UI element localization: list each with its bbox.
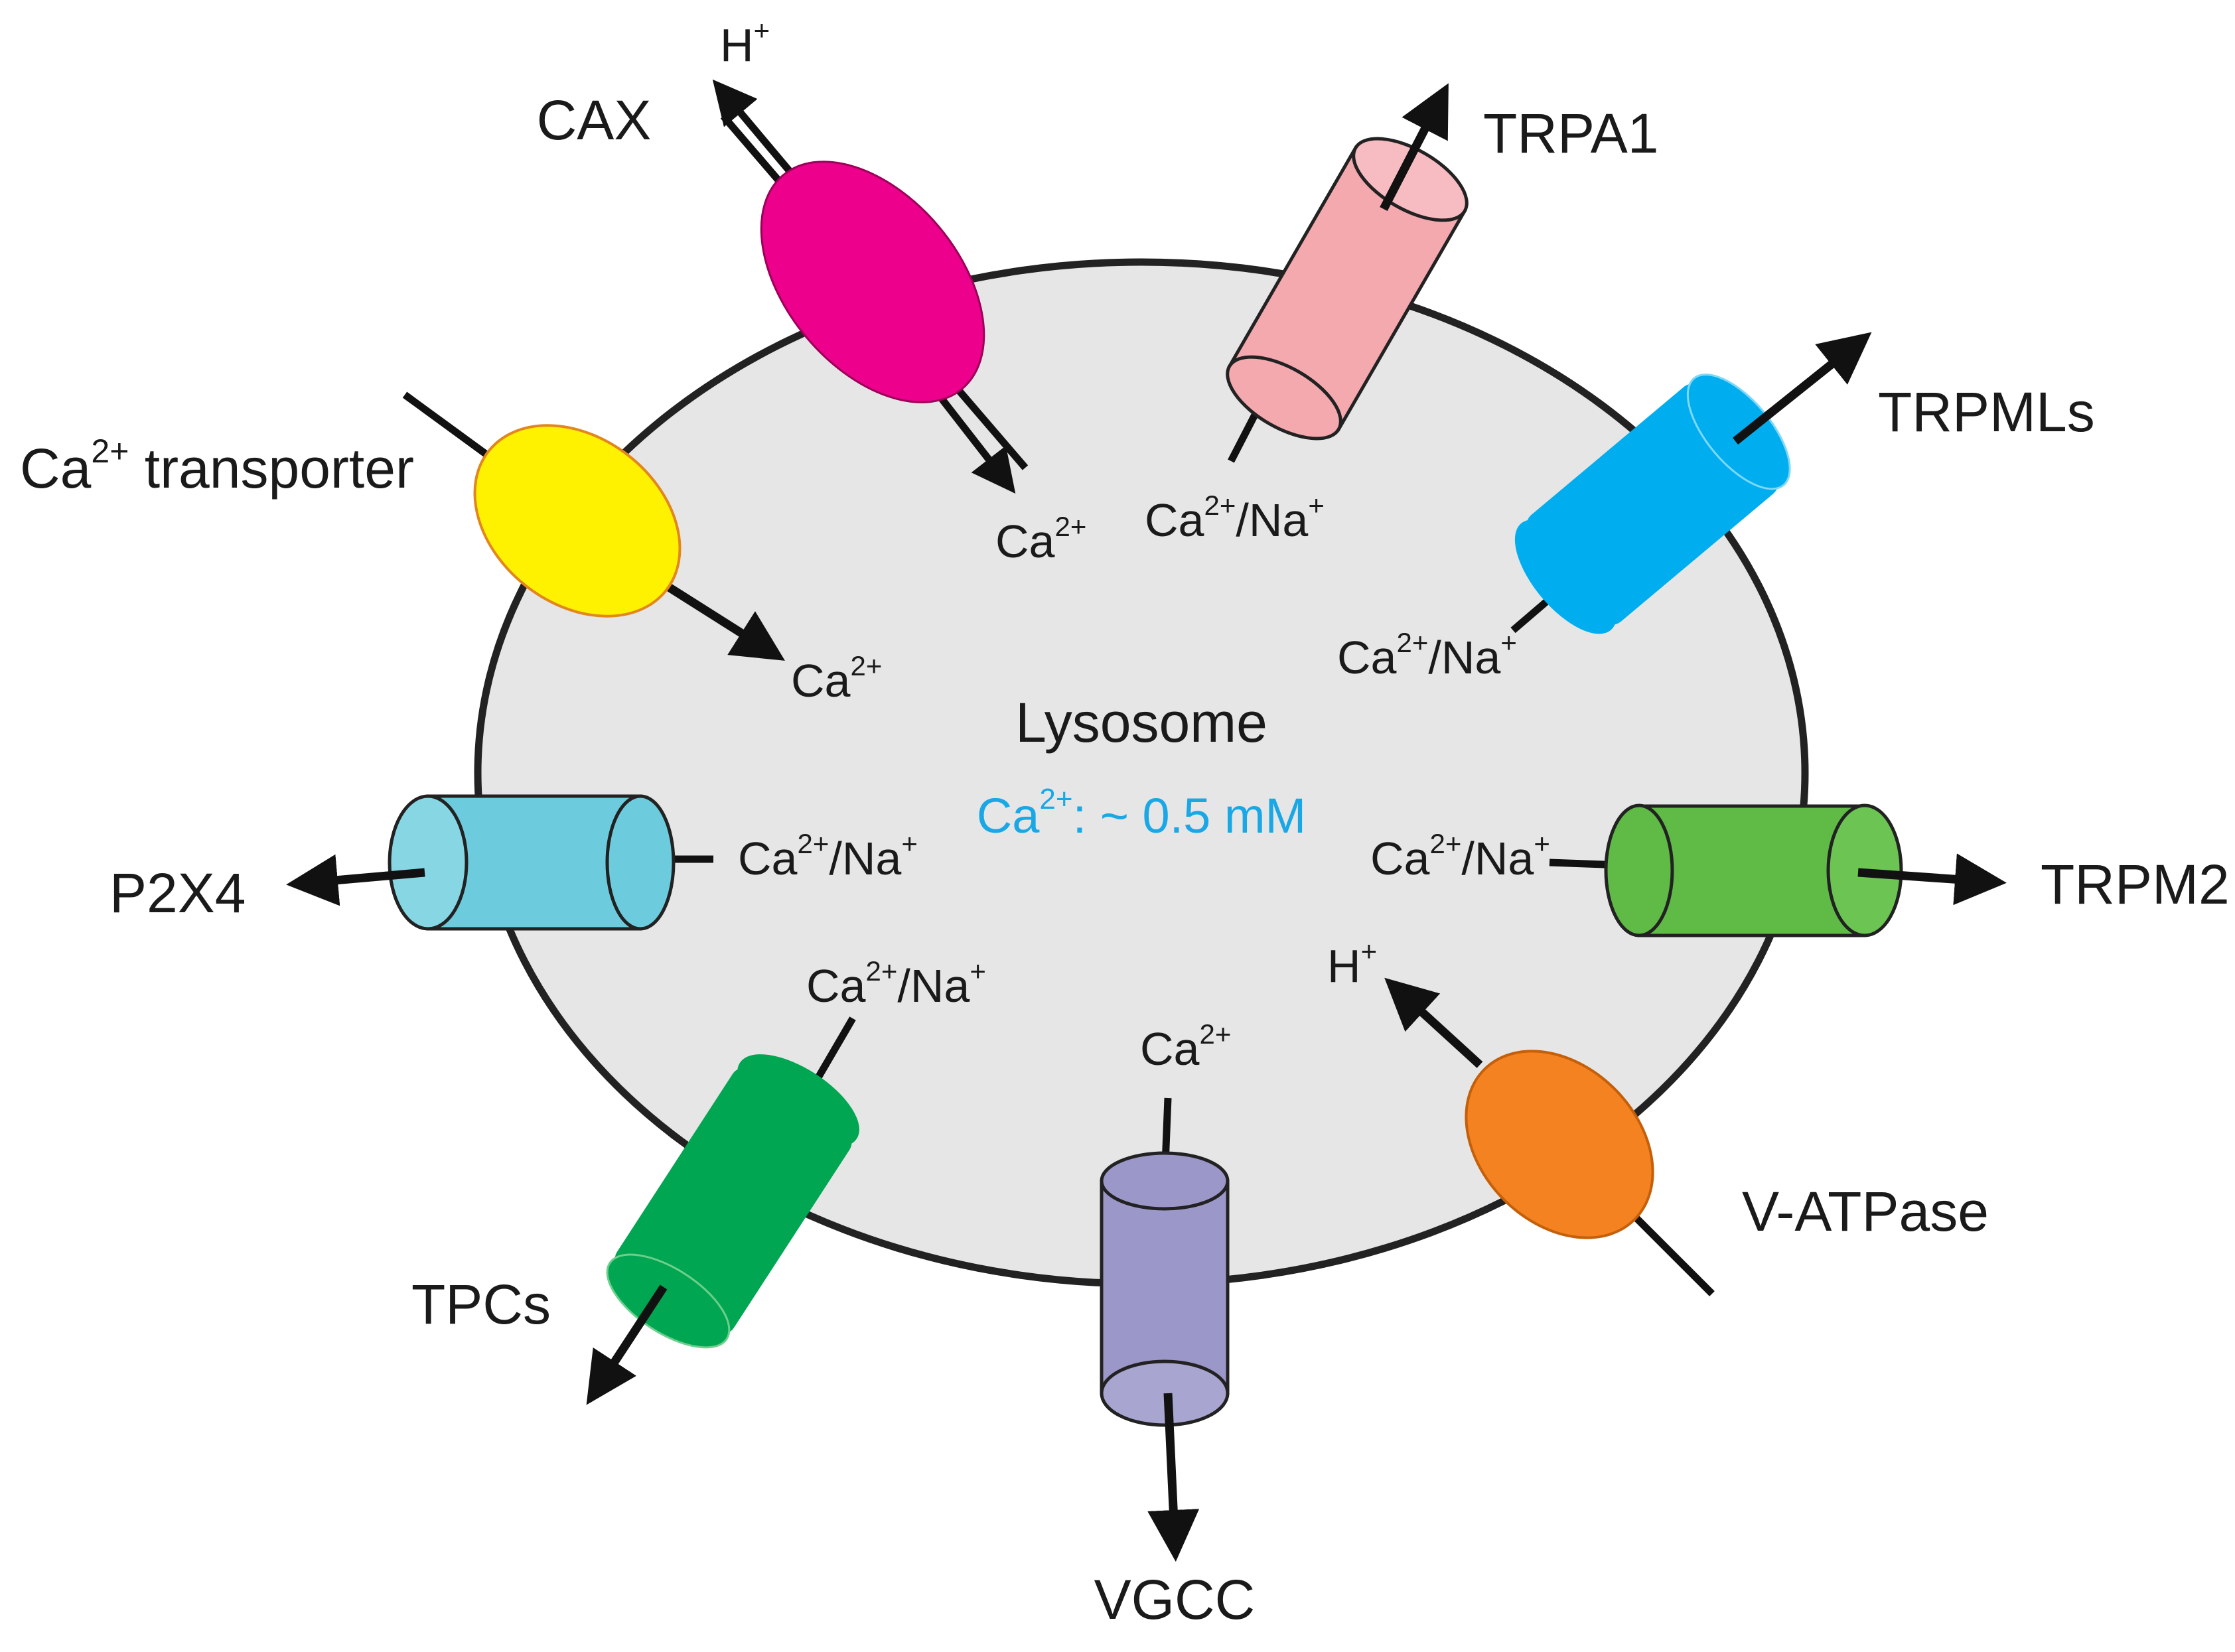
p2x4-ion-in: Ca2+/Na+ [738, 828, 918, 884]
trpmls-label: TRPMLs [1878, 381, 2095, 443]
cax-label: CAX [537, 89, 652, 151]
vgcc-ion-in: Ca2+ [1140, 1018, 1231, 1075]
trpm2-label: TRPM2 [2041, 853, 2230, 916]
lysosome-calcium-concentration: Ca2+: ~ 0.5 mM [977, 783, 1306, 843]
v-atpase-ion-in: H+ [1327, 935, 1377, 992]
tpcs-label: TPCs [411, 1273, 551, 1336]
calcium-transporter-ion-in: Ca2+ [791, 650, 882, 707]
trpa1-label: TRPA1 [1483, 102, 1659, 165]
cax-exchanger [712, 79, 1029, 494]
vgcc-label: VGCC [1094, 1568, 1256, 1631]
p2x4-channel [286, 794, 713, 931]
trpmls-channel [1510, 332, 1872, 634]
trpmls-ion-in: Ca2+/Na+ [1337, 627, 1517, 683]
v-atpase-label: V-ATPase [1742, 1180, 1989, 1243]
trpm2-channel [1549, 803, 2007, 937]
p2x4-label: P2X4 [109, 862, 246, 924]
tpcs-channel [586, 1016, 859, 1405]
cax-ion-out: H+ [720, 15, 770, 71]
trpa1-channel [1226, 83, 1469, 463]
vgcc-channel [1100, 1097, 1230, 1562]
v-atpase-pump [1384, 977, 1715, 1296]
trpm2-ion-in: Ca2+/Na+ [1370, 828, 1550, 884]
calcium-transporter [402, 391, 785, 661]
tpcs-ion-in: Ca2+/Na+ [806, 955, 986, 1012]
lysosome-label: Lysosome [1015, 691, 1267, 754]
calcium-transporter-label: Ca2+ transporter [20, 433, 414, 500]
cax-ion-in: Ca2+ [995, 511, 1086, 567]
trpa1-ion-in: Ca2+/Na+ [1145, 490, 1325, 546]
